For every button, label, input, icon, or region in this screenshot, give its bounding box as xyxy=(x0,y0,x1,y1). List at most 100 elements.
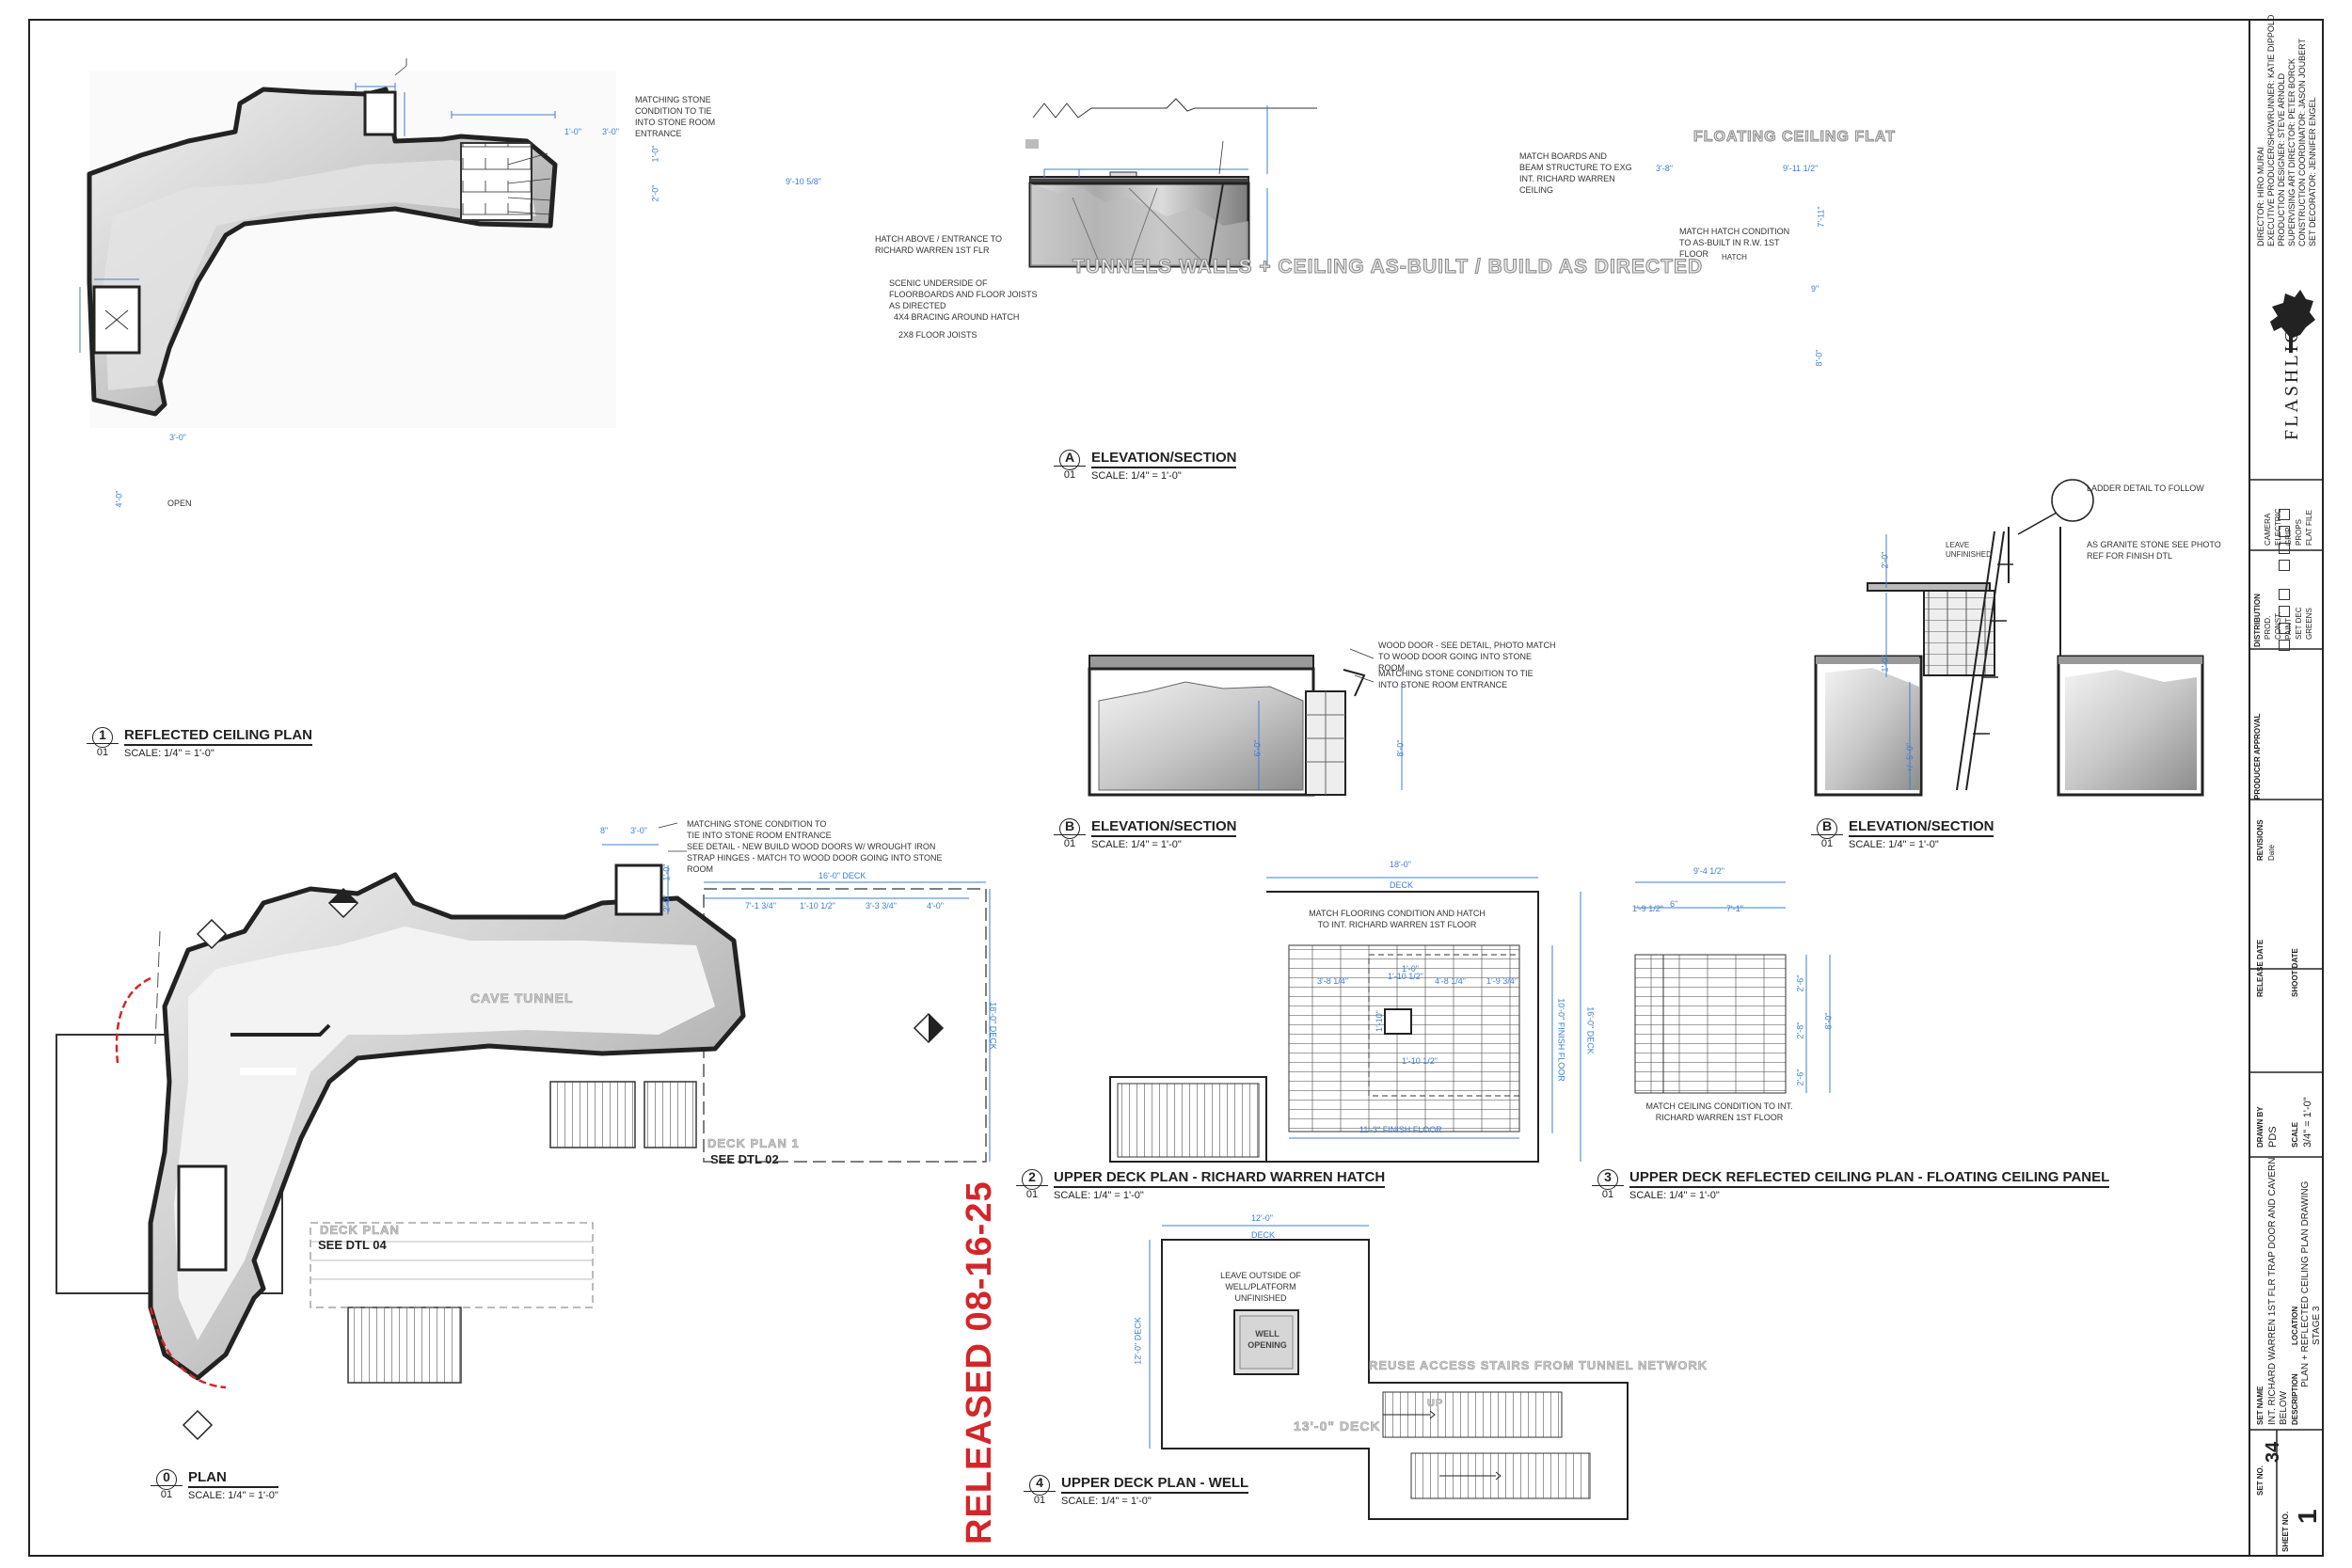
label-see-dtl-04: SEE DTL 04 xyxy=(318,1238,387,1252)
title-block-lines xyxy=(2249,479,2324,1557)
label-producer-approval: PRODUCER APPROVAL xyxy=(2253,713,2262,800)
dim-p2-c: 1'-10 1/2" xyxy=(1388,972,1423,981)
dim-p3-b: 1'-9 1/2" xyxy=(1632,904,1663,913)
note-eb-wood-door: WOOD DOOR - SEE DETAIL, PHOTO MATCH TO W… xyxy=(1378,641,1556,673)
dim-p3-h: 2'-6" xyxy=(1795,1069,1805,1086)
label-set-no: SET NO. xyxy=(2256,1465,2265,1496)
value-set-no: 34 xyxy=(2263,1441,2283,1463)
note-p3-match-ceiling: MATCH CEILING CONDITION TO INT. RICHARD … xyxy=(1645,1101,1793,1122)
drawing-sheet-border xyxy=(28,19,2324,1557)
checkbox-camera[interactable] xyxy=(2279,509,2290,520)
reflected-ceiling-plan-drawing xyxy=(79,58,616,428)
dim-p-j: 2'-0" xyxy=(661,895,672,912)
dim-p-c: 16'-0" DECK xyxy=(818,871,866,880)
dim-p2-e: 4'-8 1/4" xyxy=(1435,976,1466,986)
label-p4-up: UP xyxy=(1427,1398,1444,1410)
note-p2-match-flooring: MATCH FLOORING CONDITION AND HATCH TO IN… xyxy=(1309,909,1486,929)
label-scale: SCALE xyxy=(2291,1121,2299,1148)
checkbox-electric[interactable] xyxy=(2279,526,2290,537)
note-ea-match-boards: MATCH BOARDS AND BEAM STRUCTURE TO EXG I… xyxy=(1519,151,1632,195)
dim-ea-a: 3'-8" xyxy=(1656,164,1673,173)
dim-ea-c: 7'-11" xyxy=(1816,206,1826,228)
dim-p2-b: 1'-0" xyxy=(1402,964,1419,974)
checkbox-set-dec[interactable] xyxy=(2279,640,2290,651)
dim-p4-b: 12'-0" DECK xyxy=(1133,1317,1143,1365)
plan-0-drawing xyxy=(56,822,991,1441)
label-ea-hatch: HATCH xyxy=(1722,253,1747,261)
note-rcp-scenic-underside: SCENIC UNDERSIDE OF FLOORBOARDS AND FLOO… xyxy=(889,278,1038,310)
dim-rcp-a: 1'-0" xyxy=(564,127,581,136)
distribution-top-checkboxes xyxy=(2277,508,2290,576)
label-shoot-date: SHOOT DATE xyxy=(2291,948,2299,997)
label-p4-well-opening: WELL OPENING xyxy=(1248,1329,1287,1350)
upper-deck-plan-hatch-drawing xyxy=(1109,877,1581,1163)
label-p4-deck: 13'-0" DECK xyxy=(1294,1418,1381,1434)
checkbox-const[interactable] xyxy=(2279,606,2290,617)
note-eb2-granite: AS GRANITE STONE SEE PHOTO REF FOR FINIS… xyxy=(2087,540,2221,561)
checkbox-prod[interactable] xyxy=(2279,589,2290,600)
note-rcp-matching-stone: MATCHING STONE CONDITION TO TIE INTO STO… xyxy=(635,95,716,138)
value-sheet-no: 1 xyxy=(2293,1509,2322,1524)
note-ea-match-hatch: MATCH HATCH CONDITION TO AS-BUILT IN R.W… xyxy=(1679,227,1790,259)
label-tunnels-walls: TUNNELS WALLS + CEILING AS-BUILT / BUILD… xyxy=(1072,256,1704,278)
dim-eb2-a: 2'-0" xyxy=(1880,551,1890,569)
value-scale: 3/4" = 1'-0" xyxy=(2302,1097,2313,1148)
flashlight-logo: FLASHLIGHT xyxy=(2263,282,2319,451)
dim-p3-c: 6" xyxy=(1670,899,1678,909)
dim-ea-d: 8'-0" xyxy=(1814,349,1824,367)
dim-eb2-c: +/- 5'-0" xyxy=(1905,742,1915,773)
dim-p2-a2: DECK xyxy=(1390,880,1414,890)
checkbox-paint[interactable] xyxy=(2279,623,2290,634)
dim-p2-finish-floor: 11'-3" FINISH FLOOR xyxy=(1359,1125,1442,1134)
dim-p4-a2: DECK xyxy=(1251,1230,1276,1240)
checkbox-grip[interactable] xyxy=(2279,543,2290,554)
dim-p-f: 3'-3 3/4" xyxy=(866,901,897,911)
value-description: PLAN + REFLECTED CEILING PLAN DRAWING xyxy=(2300,1180,2311,1387)
dim-p3-a: 9'-4 1/2" xyxy=(1693,866,1724,876)
dim-rcp-e: 4'-0" xyxy=(114,490,124,508)
dim-eb2-b: 1'-0" xyxy=(1880,655,1890,673)
dim-p-h: 18'-0" DECK xyxy=(988,1002,998,1050)
dim-p3-e: 8'-0" xyxy=(1823,1012,1834,1030)
dim-rcp-g: 2'-0" xyxy=(650,184,660,202)
label-set-name: SET NAME xyxy=(2256,1386,2265,1425)
label-p4-reuse-stairs: REUSE ACCESS STAIRS FROM TUNNEL NETWORK xyxy=(1369,1358,1708,1373)
dim-p-a: 8" xyxy=(600,826,609,835)
label-revisions-date: Date xyxy=(2267,845,2276,861)
dim-rcp-d: 3'-0" xyxy=(169,433,186,442)
distribution-mid-checkboxes xyxy=(2277,588,2290,656)
note-p-matching-stone: MATCHING STONE CONDITION TO TIE INTO STO… xyxy=(687,819,832,840)
dim-p2-j: 16'-0" DECK xyxy=(1585,1006,1596,1054)
label-cave-tunnel: CAVE TUNNEL xyxy=(470,990,574,1006)
label-deck-plan: DECK PLAN xyxy=(320,1223,400,1238)
checkbox-props[interactable] xyxy=(2279,560,2290,571)
note-p-see-detail: SEE DETAIL - NEW BUILD WOOD DOORS W/ WRO… xyxy=(687,842,943,874)
dim-p3-g: 2'-8" xyxy=(1795,1022,1805,1039)
dim-eb-b: 8'-0" xyxy=(1395,739,1406,757)
label-revisions: REVISIONS xyxy=(2256,819,2265,861)
label-location: LOCATION xyxy=(2291,1306,2299,1345)
elevation-b1-drawing xyxy=(1088,648,1403,797)
dim-p2-i: 10'-0" FINISH FLOOR xyxy=(1556,998,1566,1082)
label-floating-ceiling-flat: FLOATING CEILING FLAT xyxy=(1692,129,1897,146)
note-p4-leave-outside: LEAVE OUTSIDE OF WELL/PLATFORM UNFINISHE… xyxy=(1220,1271,1301,1303)
value-set-name: INT. RICHARD WARREN 1ST FLR TRAP DOOR AN… xyxy=(2267,1157,2289,1426)
title-block xyxy=(2249,19,2324,1557)
dim-p-d: 7'-1 3/4" xyxy=(745,901,776,911)
upper-deck-plan-well-drawing xyxy=(1149,1225,1629,1520)
dim-p-e: 1'-10 1/2" xyxy=(800,901,835,911)
value-location: STAGE 3 xyxy=(2312,1306,2322,1346)
dim-rcp-f: 1'-0" xyxy=(650,145,660,163)
dim-p4-a: 12'-0" xyxy=(1251,1213,1273,1223)
dim-p-g: 4'-0" xyxy=(927,901,944,911)
label-rcp-open: OPEN xyxy=(167,499,192,508)
dim-p2-d: 3'-8 1/4" xyxy=(1317,976,1348,986)
dim-ea-b: 9'-11 1/2" xyxy=(1783,164,1819,173)
label-description: DESCRIPTION xyxy=(2291,1373,2299,1425)
